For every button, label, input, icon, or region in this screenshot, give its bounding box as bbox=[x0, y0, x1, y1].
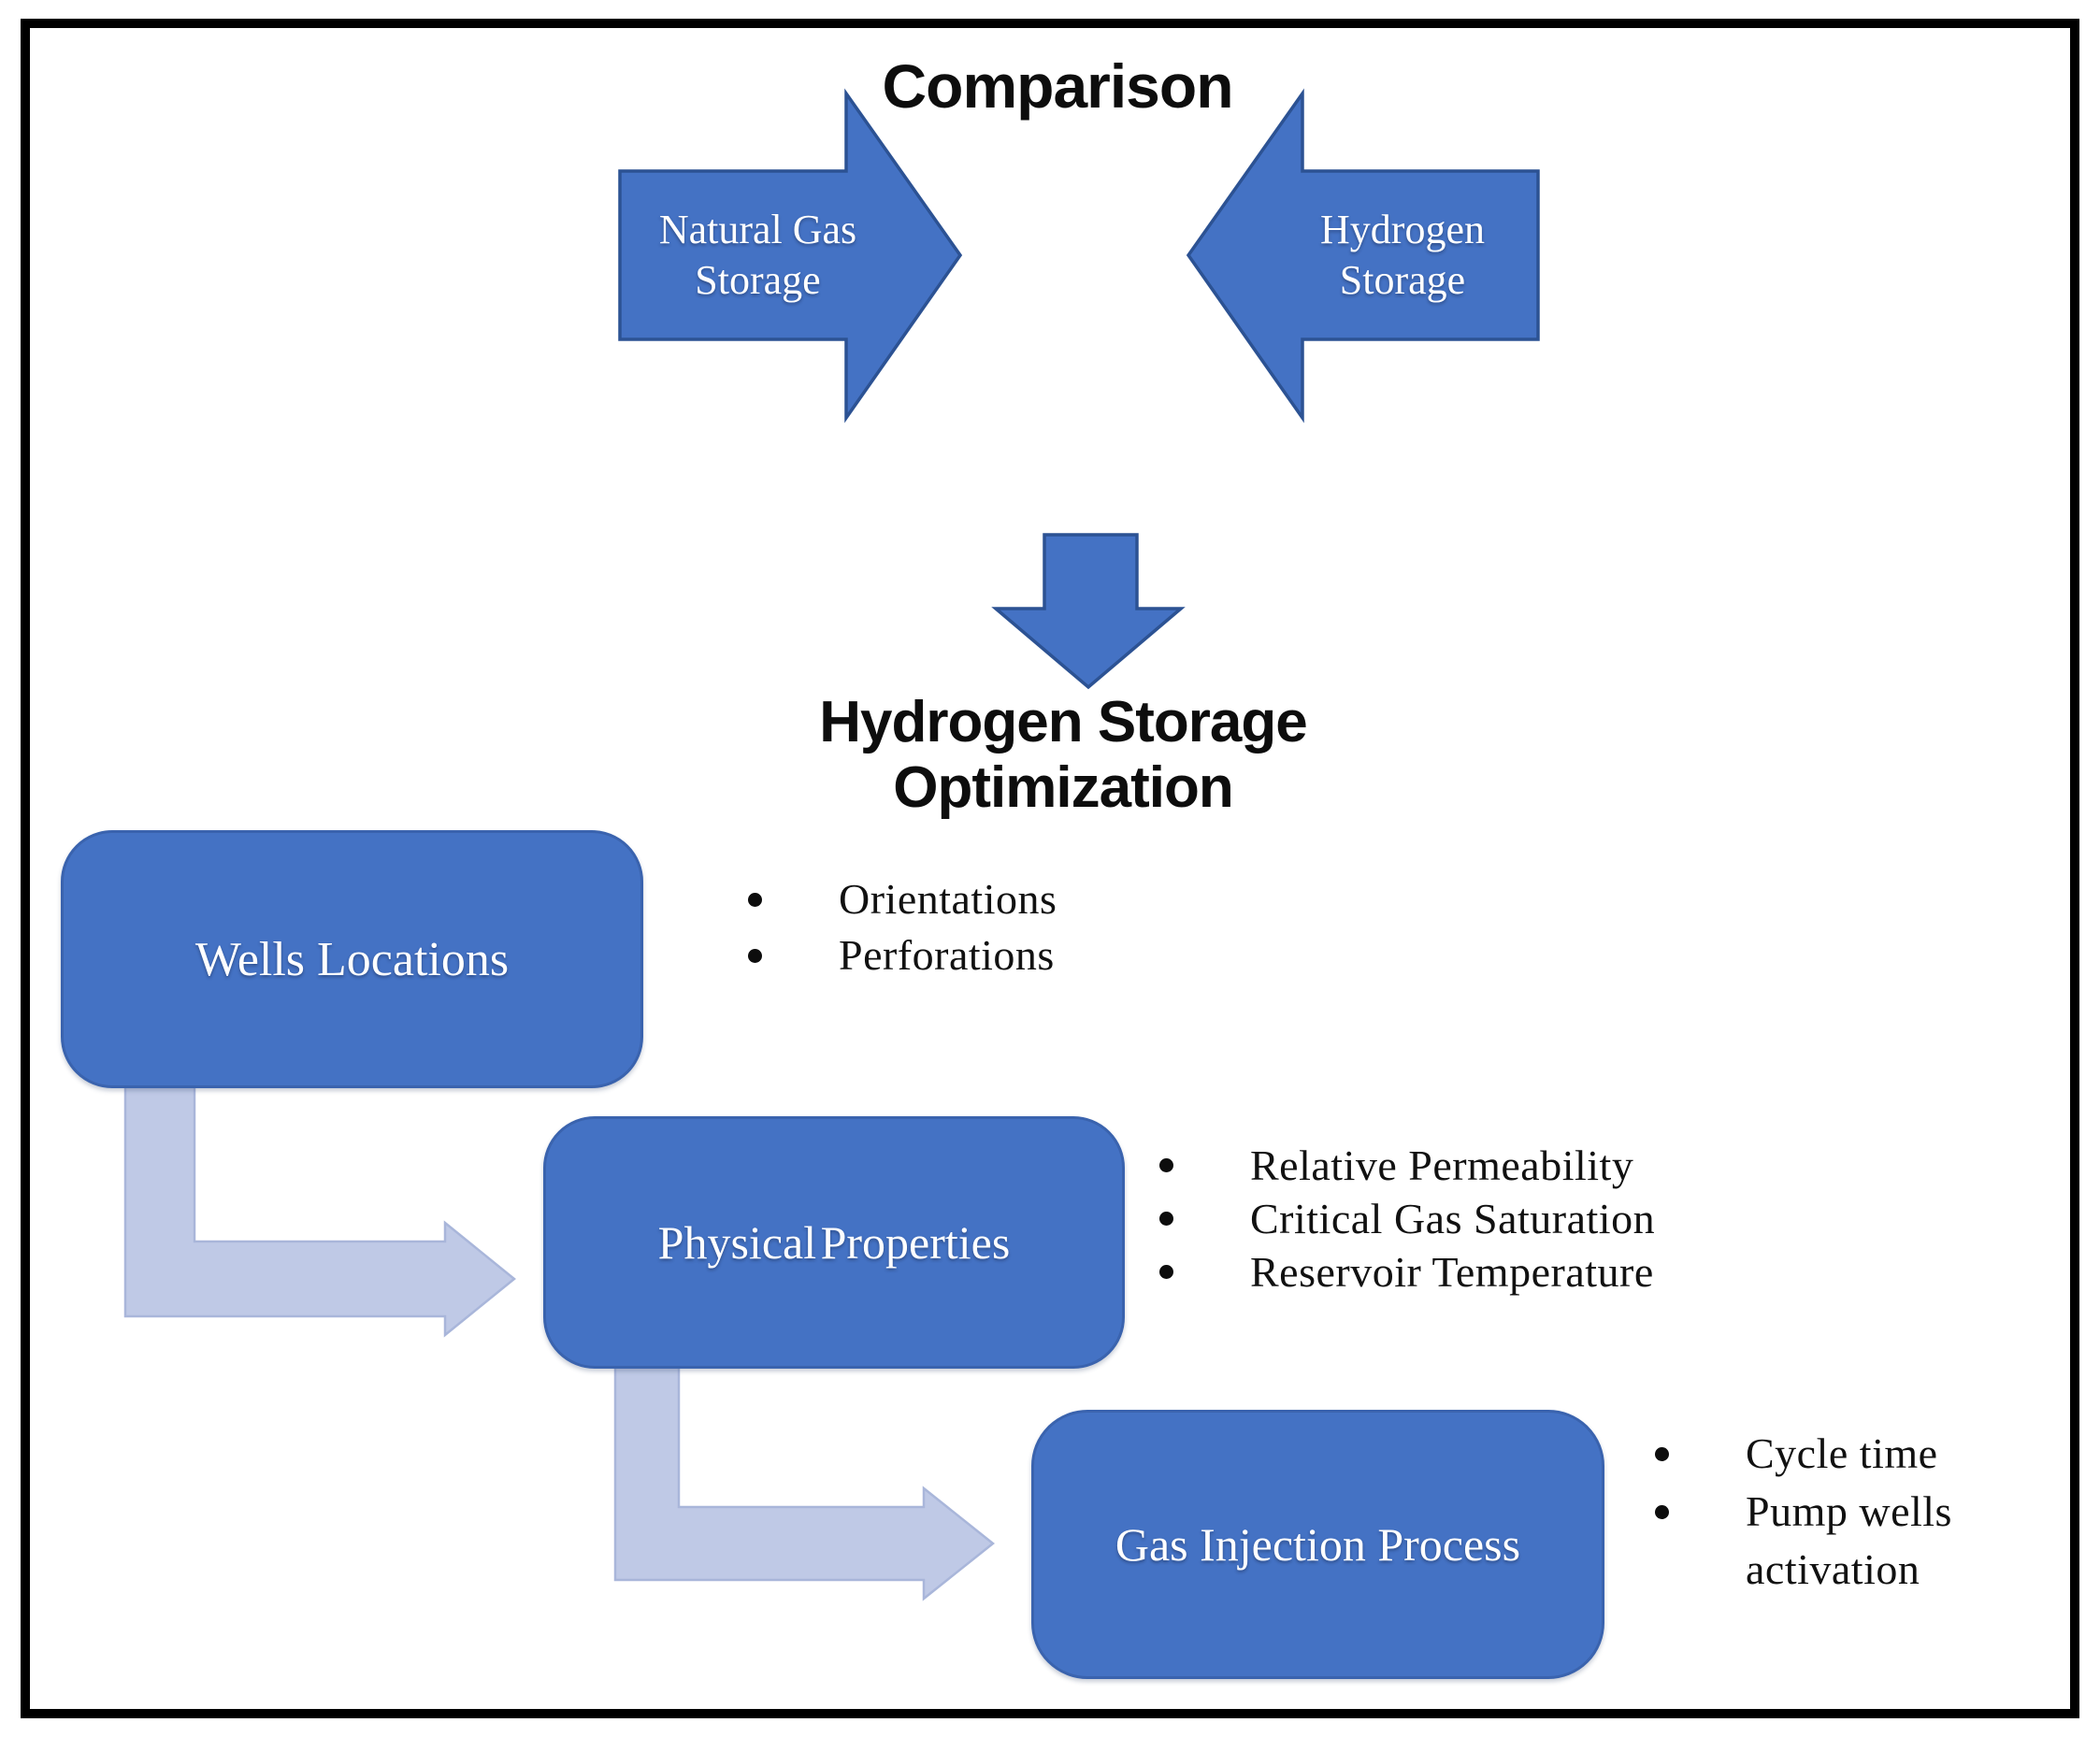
elbow-connector-arrow-1 bbox=[123, 1073, 516, 1338]
bullet-item: Critical Gas Saturation bbox=[1159, 1192, 1833, 1245]
bullet-item: Reservoir Temperature bbox=[1159, 1245, 1833, 1299]
bullet-text: Reservoir Temperature bbox=[1250, 1248, 1654, 1296]
bullet-dot bbox=[1159, 1265, 1173, 1279]
bullet-item: Perforations bbox=[748, 927, 1178, 983]
bullet-dot bbox=[748, 949, 762, 963]
hydrogen-arrow-label: Hydrogen Storage bbox=[1320, 207, 1485, 303]
wells-locations-box: Wells Locations bbox=[61, 830, 643, 1088]
bullet-dot bbox=[1159, 1212, 1173, 1226]
bullet-text: Orientations bbox=[839, 875, 1057, 923]
bullet-text: Cycle time bbox=[1746, 1429, 1938, 1477]
optimization-title: Hydrogen Storage Optimization bbox=[819, 690, 1307, 820]
hydrogen-left-arrow-shape bbox=[1186, 88, 1540, 423]
gas-injection-process-label: Gas Injection Process bbox=[1115, 1518, 1521, 1571]
bullet-dot bbox=[1655, 1505, 1669, 1519]
gas-injection-process-box: Gas Injection Process bbox=[1031, 1410, 1604, 1679]
bullet-dot bbox=[748, 893, 762, 907]
natural-gas-right-arrow-shape bbox=[618, 88, 963, 423]
bullet-text: Relative Permeability bbox=[1250, 1141, 1634, 1189]
physical-properties-label: Physical Properties bbox=[657, 1216, 1011, 1269]
bullet-text: Pump wells activation bbox=[1746, 1487, 1952, 1593]
physical-properties-box: Physical Properties bbox=[543, 1116, 1125, 1369]
bullet-item: Orientations bbox=[748, 871, 1178, 927]
bullet-item: Pump wells activation bbox=[1655, 1483, 2021, 1599]
wells-locations-bullet-list: Orientations Perforations bbox=[748, 871, 1178, 983]
bullet-item: Cycle time bbox=[1655, 1425, 2021, 1483]
comparison-title: Comparison bbox=[882, 51, 1233, 121]
physical-properties-bullet-list: Relative Permeability Critical Gas Satur… bbox=[1159, 1139, 1833, 1299]
bullet-text: Perforations bbox=[839, 931, 1055, 979]
natural-gas-arrow-label: Natural Gas Storage bbox=[658, 207, 857, 303]
bullet-item: Relative Permeability bbox=[1159, 1139, 1833, 1192]
elbow-connector-arrow-2 bbox=[613, 1354, 996, 1601]
bullet-text: Critical Gas Saturation bbox=[1250, 1195, 1656, 1242]
bullet-dot bbox=[1159, 1158, 1173, 1172]
wells-locations-label: Wells Locations bbox=[194, 932, 510, 986]
bullet-dot bbox=[1655, 1447, 1669, 1461]
down-arrow-icon bbox=[991, 533, 1186, 690]
gas-injection-bullet-list: Cycle time Pump wells activation bbox=[1655, 1425, 2021, 1599]
